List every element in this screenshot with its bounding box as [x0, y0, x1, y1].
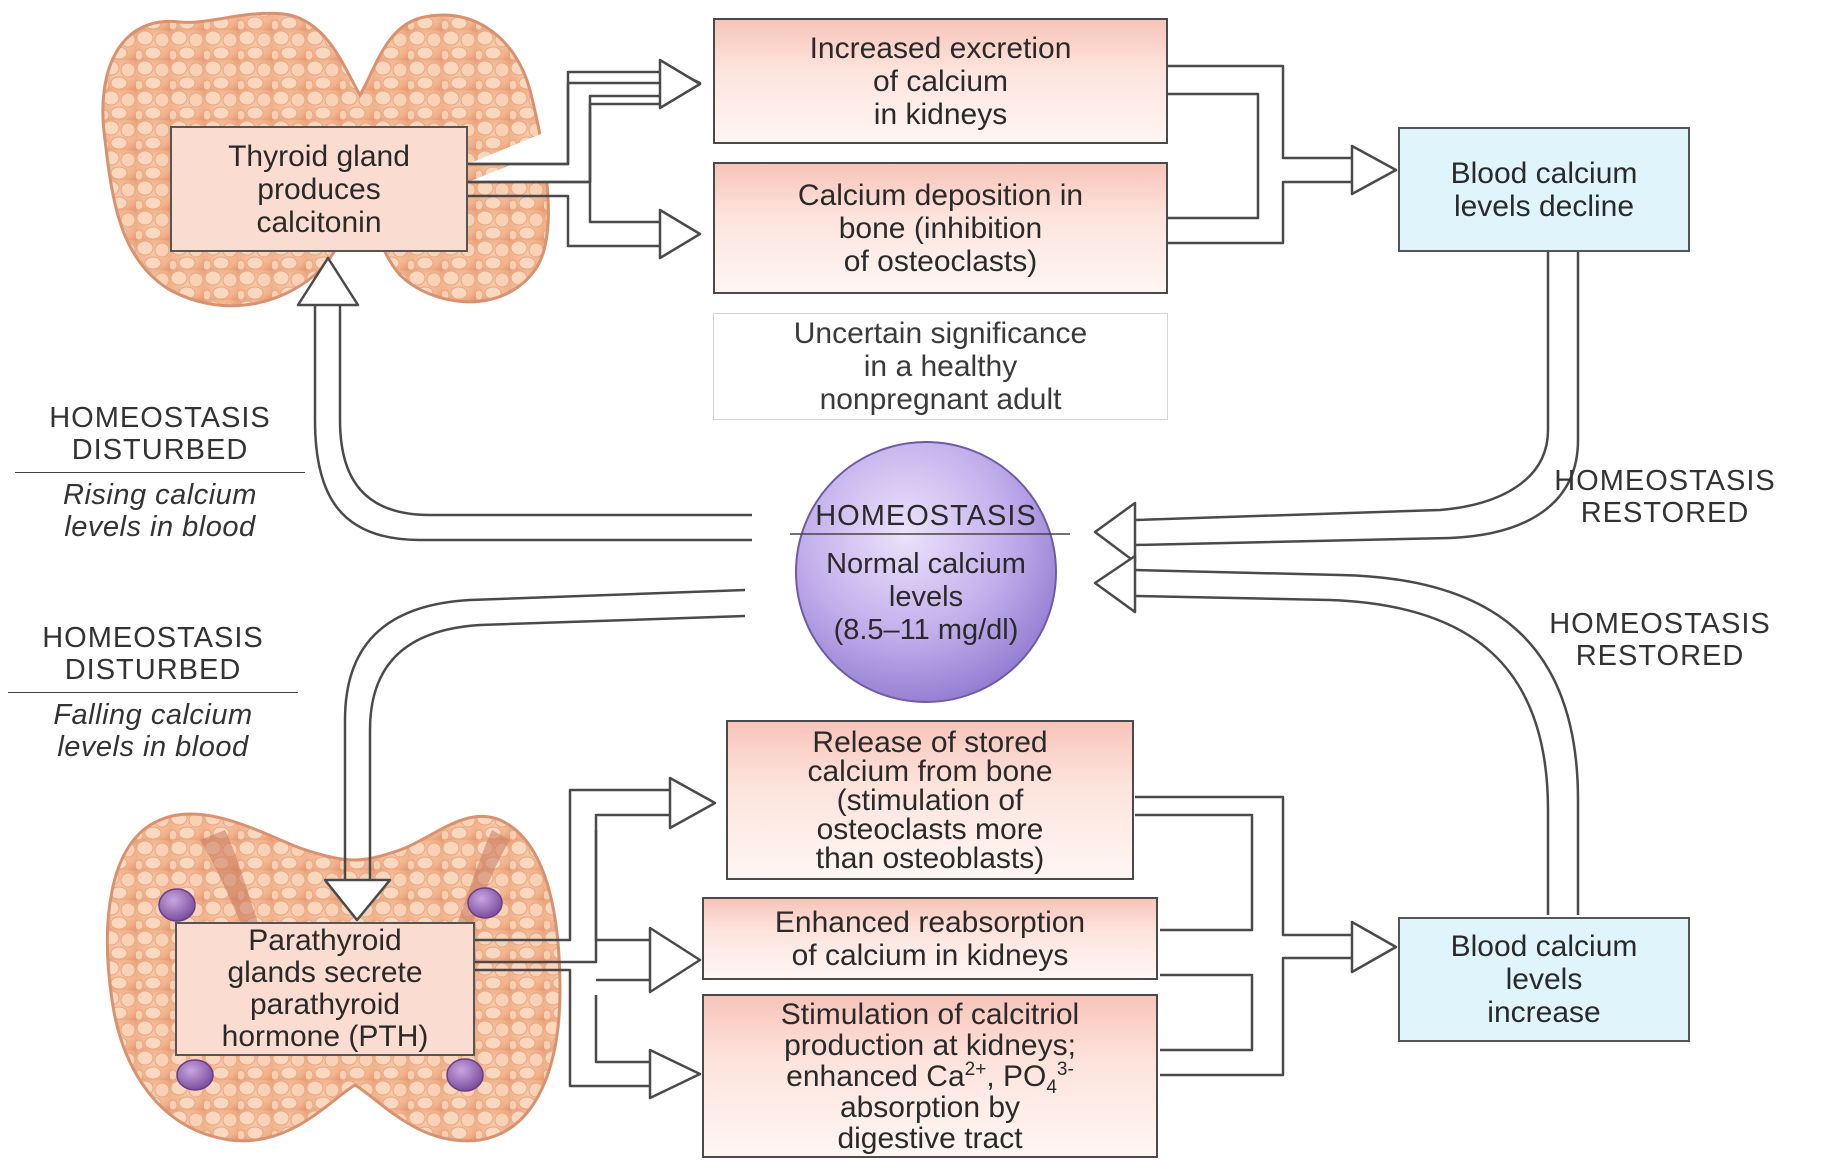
deposition-line-3: of osteoclasts)	[843, 244, 1038, 278]
disturbed-falling-rule	[8, 692, 298, 693]
reabsorption-line-1: Enhanced reabsorption	[774, 905, 1086, 939]
blood-decline-box: Blood calcium levels decline	[1398, 127, 1690, 252]
release-line-3: (stimulation of	[836, 783, 1024, 817]
blood-increase-line-3: increase	[1487, 996, 1601, 1029]
release-line-2: calcium from bone	[807, 754, 1053, 788]
release-box: Release of stored calcium from bone (sti…	[726, 720, 1134, 880]
falling-calcium-line-2: levels in blood	[57, 731, 249, 763]
parathyroid-gland-upper-right	[467, 887, 503, 919]
homeostasis-line-3: (8.5–11 mg/dl)	[833, 614, 1019, 646]
blood-decline-line-1: Blood calcium	[1450, 156, 1638, 190]
thyroid-line-2: produces	[257, 172, 381, 206]
restored-top-line-1: HOMEOSTASIS	[1554, 465, 1776, 497]
disturbed-rising-line-2: DISTURBED	[71, 434, 249, 466]
excretion-line-1: Increased excretion	[809, 31, 1072, 65]
restored-bottom-line-1: HOMEOSTASIS	[1549, 608, 1771, 640]
calcitriol-po: , PO	[986, 1059, 1047, 1093]
disturbed-falling-line-2: DISTURBED	[64, 654, 242, 686]
blood-increase-box: Blood calcium levels increase	[1398, 917, 1690, 1042]
thyroid-line-3: calcitonin	[256, 205, 382, 239]
blood-decline-line-2: levels decline	[1453, 189, 1635, 223]
parathyroid-line-1: Parathyroid	[248, 924, 402, 957]
disturbed-falling-label: HOMEOSTASIS DISTURBED Falling calcium le…	[8, 622, 298, 763]
thyroid-line-1: Thyroid gland	[228, 139, 410, 173]
arrow-decline-to-homeostasis	[1134, 252, 1580, 547]
calcitriol-line-5: digestive tract	[837, 1121, 1023, 1155]
uncertain-line-1: Uncertain significance	[793, 317, 1088, 350]
homeostasis-title: HOMEOSTASIS	[815, 500, 1037, 532]
uncertain-line-3: nonpregnant adult	[819, 383, 1062, 416]
parathyroid-label-box: Parathyroid glands secrete parathyroid h…	[175, 922, 475, 1056]
parathyroid-gland-lower-left	[176, 1059, 214, 1091]
deposition-box: Calcium deposition in bone (inhibition o…	[713, 162, 1168, 294]
restored-top-line-2: RESTORED	[1580, 497, 1750, 529]
reabsorption-box: Enhanced reabsorption of calcium in kidn…	[702, 897, 1158, 980]
homeostasis-line-1: Normal calcium	[826, 548, 1026, 580]
blood-increase-line-2: levels	[1505, 963, 1583, 996]
arrow-increase-to-homeostasis	[1134, 568, 1580, 915]
parathyroid-line-2: glands secrete	[227, 956, 423, 989]
release-line-1: Release of stored	[812, 725, 1048, 759]
excretion-line-2: of calcium	[872, 64, 1009, 98]
homeostasis-line-2: levels	[888, 581, 964, 613]
restored-top-label: HOMEOSTASIS RESTORED	[1520, 465, 1810, 529]
disturbed-rising-label: HOMEOSTASIS DISTURBED Rising calcium lev…	[15, 402, 305, 543]
calcitriol-line-4: absorption by	[839, 1090, 1021, 1124]
homeostasis-sphere	[795, 441, 1057, 703]
disturbed-rising-rule	[15, 472, 305, 473]
disturbed-falling-line-1: HOMEOSTASIS	[42, 622, 264, 654]
excretion-box: Increased excretion of calcium in kidney…	[713, 18, 1168, 144]
arrow-pth-to-calcitriol	[474, 968, 650, 1088]
phosphate-charge: 3-	[1056, 1058, 1074, 1080]
deposition-line-1: Calcium deposition in	[797, 178, 1084, 212]
release-line-5: than osteoblasts)	[815, 841, 1045, 875]
calcitriol-line-3: enhanced Ca2+, PO43-	[786, 1058, 1074, 1097]
rising-calcium-line-2: levels in blood	[64, 511, 256, 543]
parathyroid-line-4: hormone (PTH)	[221, 1020, 429, 1053]
restored-bottom-line-2: RESTORED	[1575, 640, 1745, 672]
phosphate-subscript: 4	[1046, 1076, 1057, 1098]
calcitriol-line-1: Stimulation of calcitriol	[780, 997, 1080, 1031]
arrow-to-blood-decline	[1167, 64, 1352, 245]
reabsorption-line-2: of calcium in kidneys	[791, 938, 1069, 972]
calcitriol-box: Stimulation of calcitriol production at …	[702, 994, 1158, 1158]
excretion-line-3: in kidneys	[873, 97, 1008, 131]
calcitriol-line-2: production at kidneys;	[784, 1028, 1076, 1062]
thyroid-label-box: Thyroid gland produces calcitonin	[170, 126, 468, 252]
uncertain-note-box: Uncertain significance in a healthy nonp…	[713, 313, 1168, 420]
falling-calcium-line-1: Falling calcium	[53, 699, 253, 731]
blood-increase-line-1: Blood calcium	[1450, 930, 1638, 963]
uncertain-line-2: in a healthy	[863, 350, 1018, 383]
arrow-thyroid-to-deposition	[468, 112, 660, 248]
calcium-charge: 2+	[964, 1058, 987, 1080]
parathyroid-gland-upper-left	[158, 888, 196, 922]
parathyroid-gland-lower-right	[446, 1058, 484, 1092]
disturbed-rising-line-1: HOMEOSTASIS	[49, 402, 271, 434]
arrow-to-blood-increase	[1135, 795, 1352, 1077]
arrow-pth-to-reabsorption	[594, 830, 650, 982]
restored-bottom-label: HOMEOSTASIS RESTORED	[1515, 608, 1805, 672]
calcitriol-enhanced-ca: enhanced Ca	[786, 1059, 965, 1093]
release-line-4: osteoclasts more	[816, 812, 1044, 846]
rising-calcium-line-1: Rising calcium	[63, 479, 257, 511]
parathyroid-line-3: parathyroid	[249, 988, 401, 1021]
deposition-line-2: bone (inhibition	[838, 211, 1043, 245]
arrow-homeostasis-to-thyroid	[313, 305, 752, 542]
arrow-homeostasis-to-parathyroid	[343, 588, 746, 880]
